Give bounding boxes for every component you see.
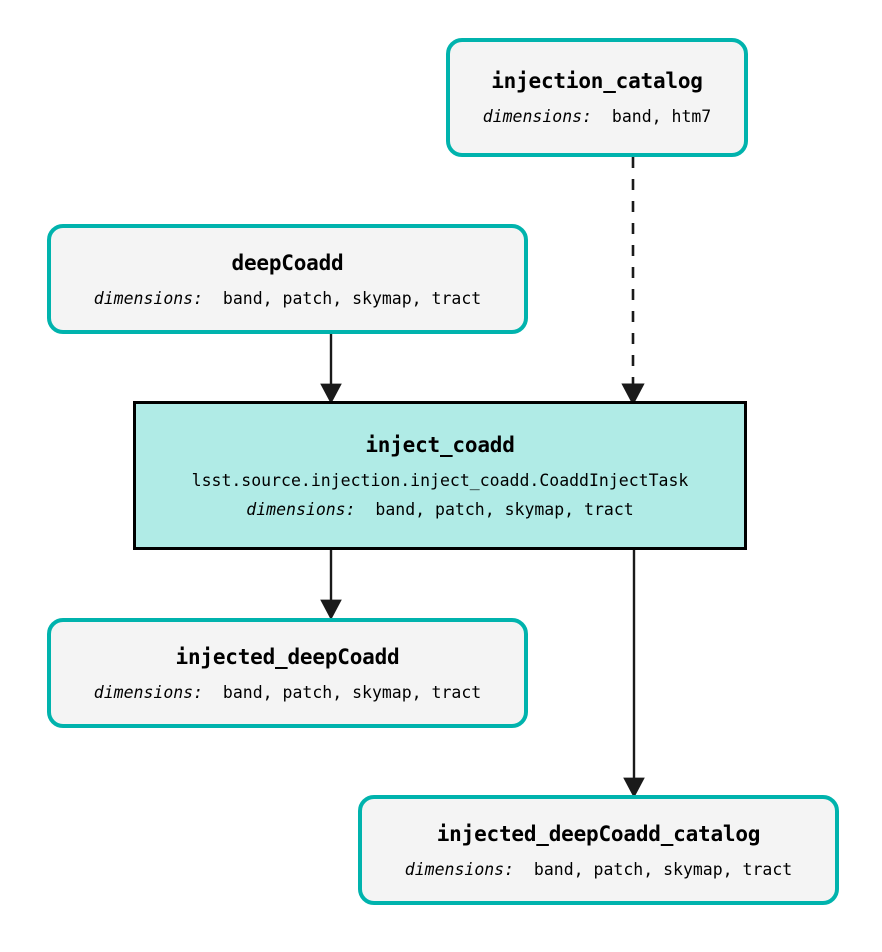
node-title: inject_coadd <box>365 432 515 457</box>
node-dimensions: dimensions: band, patch, skymap, tract <box>246 500 633 519</box>
node-title: deepCoadd <box>231 250 344 275</box>
node-dimensions: dimensions: band, patch, skymap, tract <box>94 289 481 308</box>
dimensions-value: band, patch, skymap, tract <box>213 288 482 308</box>
dimensions-value: band, htm7 <box>601 107 712 126</box>
dimensions-label: dimensions: <box>93 682 204 702</box>
dimensions-label: dimensions: <box>482 107 593 126</box>
node-title: injected_deepCoadd <box>175 644 400 669</box>
node-deepcoadd[interactable]: deepCoadd dimensions: band, patch, skyma… <box>47 224 528 334</box>
dimensions-value: band, patch, skymap, tract <box>365 499 634 519</box>
node-inject-coadd[interactable]: inject_coadd lsst.source.injection.injec… <box>133 401 747 550</box>
node-title: injected_deepCoadd_catalog <box>436 821 761 846</box>
node-dimensions: dimensions: band, patch, skymap, tract <box>94 683 481 702</box>
node-injection-catalog[interactable]: injection_catalog dimensions: band, htm7 <box>446 38 748 157</box>
node-injected-deepcoadd-catalog[interactable]: injected_deepCoadd_catalog dimensions: b… <box>358 795 839 905</box>
node-injected-deepcoadd[interactable]: injected_deepCoadd dimensions: band, pat… <box>47 618 528 728</box>
node-dimensions: dimensions: band, patch, skymap, tract <box>405 860 792 879</box>
dimensions-value: band, patch, skymap, tract <box>524 859 793 879</box>
node-dimensions: dimensions: band, htm7 <box>483 107 712 126</box>
node-class-path: lsst.source.injection.inject_coadd.Coadd… <box>191 470 689 490</box>
dimensions-value: band, patch, skymap, tract <box>213 682 482 702</box>
dimensions-label: dimensions: <box>404 859 515 879</box>
dimensions-label: dimensions: <box>246 499 356 519</box>
node-title: injection_catalog <box>491 69 703 93</box>
dimensions-label: dimensions: <box>93 288 204 308</box>
